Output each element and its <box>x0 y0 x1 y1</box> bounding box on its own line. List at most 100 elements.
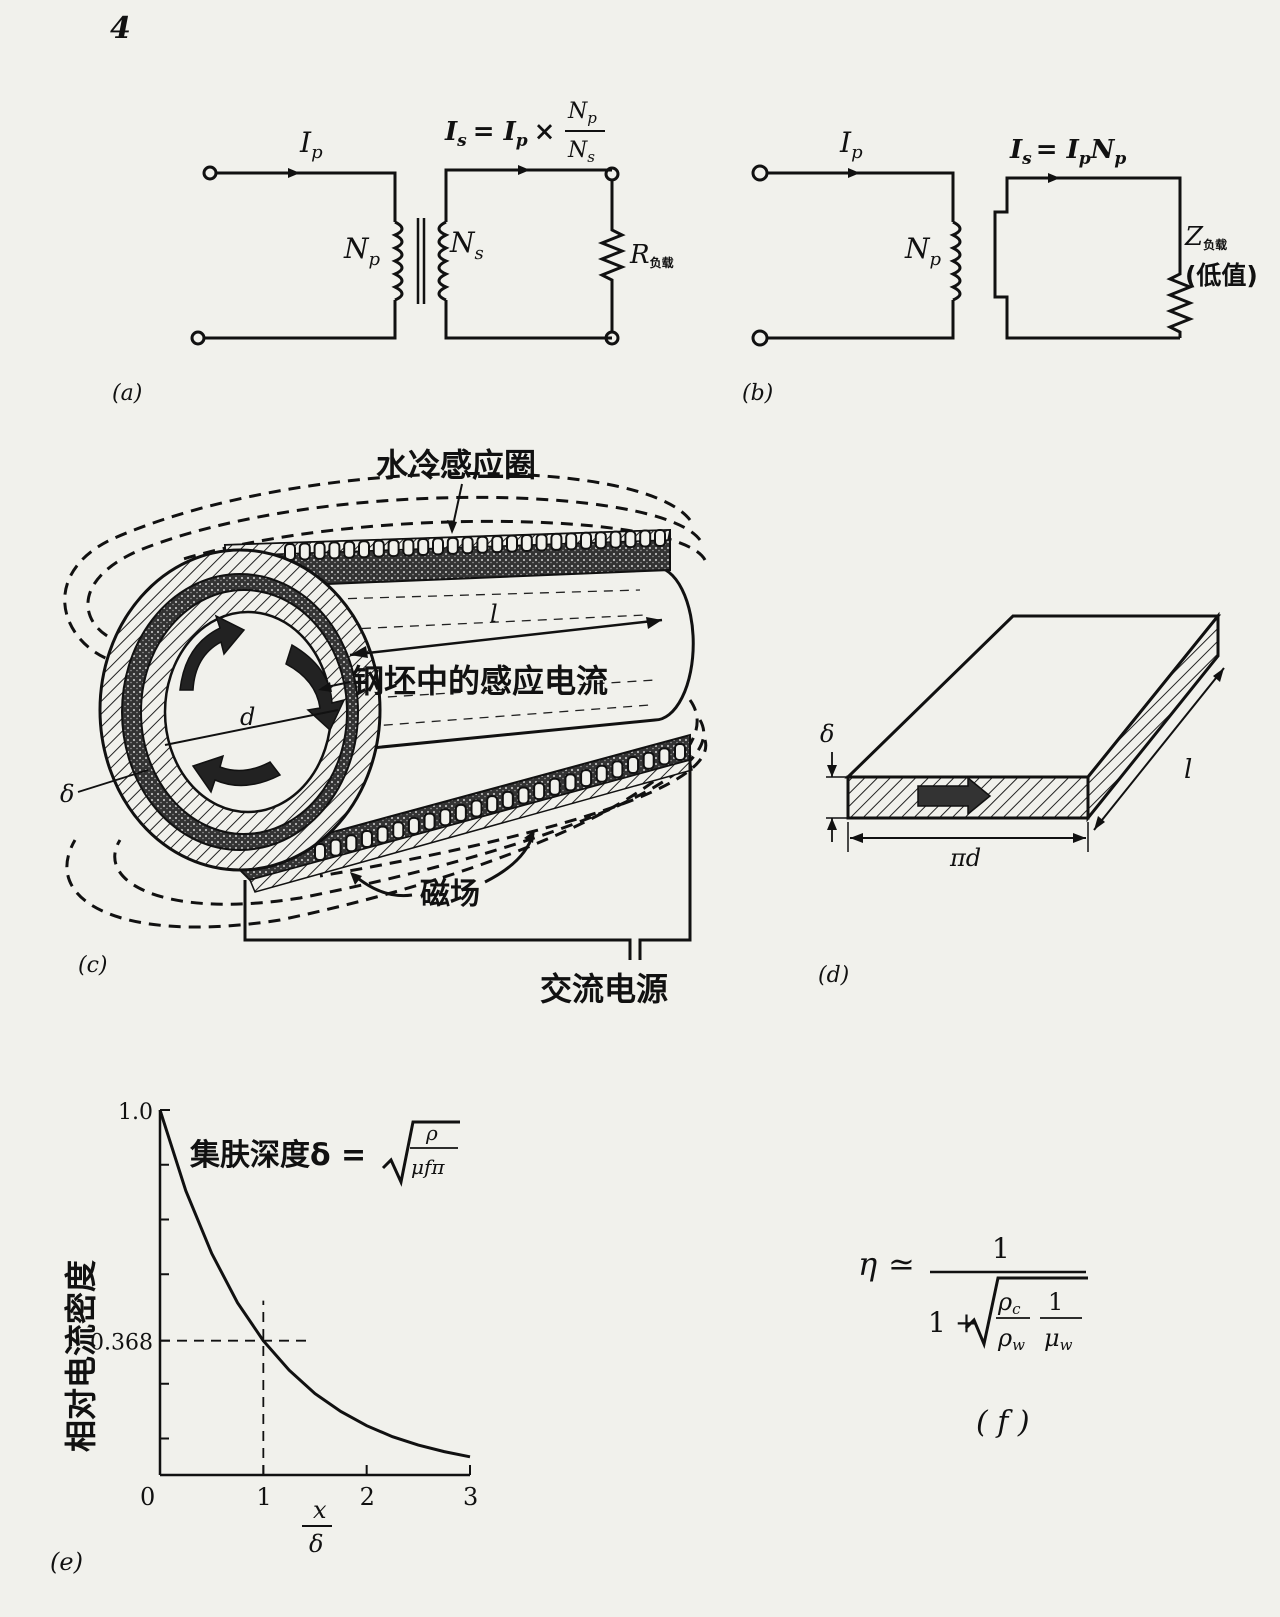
coil-turn <box>362 831 372 847</box>
e-figure-label: (e) <box>50 1548 83 1576</box>
coil-turn <box>409 818 419 834</box>
coil-turn <box>378 827 388 843</box>
f-figure-label: ( f ) <box>976 1405 1030 1440</box>
c-current-label: 钢坯中的感应电流 <box>352 662 608 700</box>
coil-turn <box>581 770 591 786</box>
coil-turn <box>518 787 528 803</box>
x-tick-label: 1 <box>256 1483 271 1511</box>
f-numerator: 1 <box>992 1232 1010 1265</box>
a-np-label: Np <box>343 232 381 270</box>
b-figure-label: (b) <box>742 381 773 406</box>
a-ip-label: Ip <box>299 126 323 163</box>
coil-turn <box>507 536 517 552</box>
figure-f: η ≃ 1 1 + ρc ρw 1 μw ( f ) <box>858 1232 1088 1440</box>
x-tick-label: 3 <box>463 1483 478 1511</box>
coil-turn <box>393 822 403 838</box>
figure-d: δ πd l (d) <box>818 616 1224 988</box>
coil-turn <box>329 542 339 558</box>
c-length: l <box>490 600 498 628</box>
figure-a: Ip Is= Ip× Np Ns Np Ns R负载 (a) <box>112 99 674 406</box>
coil-turn <box>675 744 685 760</box>
coil-turn <box>315 543 325 559</box>
coil-turn <box>487 796 497 812</box>
coil-turn <box>581 533 591 549</box>
coil-turn <box>448 538 458 554</box>
d-figure-label: (d) <box>818 963 849 988</box>
coil-turn <box>300 543 310 559</box>
f-eta: η <box>858 1245 877 1283</box>
y-tick-label: 1.0 <box>118 1100 153 1125</box>
x-tick-label: 2 <box>360 1483 375 1511</box>
coil-turn <box>331 840 341 856</box>
b-ip-label: Ip <box>839 126 863 163</box>
f-approx: ≃ <box>888 1245 915 1283</box>
figure-c: d l δ 水冷感应圈 钢坯中的感应电流 磁场 交流电源 (c) <box>60 446 706 1008</box>
f-rho-w: ρw <box>997 1324 1025 1354</box>
coil-turn <box>456 805 466 821</box>
coil-turn <box>537 534 547 550</box>
coil-turn <box>550 779 560 795</box>
coil-turn <box>596 532 606 548</box>
x-tick-label: 0 <box>140 1483 155 1511</box>
b-np-label: Np <box>904 232 942 270</box>
a-is-formula: Is= Ip× <box>444 117 555 151</box>
coil-turn <box>503 792 513 808</box>
coil-turn <box>346 835 356 851</box>
c-field-label: 磁场 <box>420 877 480 912</box>
f-mu-w: μw <box>1044 1324 1073 1354</box>
a-frac-den: Ns <box>567 138 595 166</box>
coil-turn <box>472 801 482 817</box>
d-length: l <box>1184 755 1192 785</box>
coil-turn <box>463 537 473 553</box>
e-ylabel: 相对电流密度 <box>62 1260 100 1452</box>
e-xlabel-num: x <box>313 1496 327 1524</box>
coil-turn <box>640 531 650 547</box>
coil-turn <box>492 536 502 552</box>
coil-turn <box>628 757 638 773</box>
e-formula-num: ρ <box>425 1121 438 1145</box>
coil-turn <box>440 809 450 825</box>
c-depth: δ <box>60 780 74 808</box>
a-ns-label: Ns <box>449 226 484 264</box>
coil-turn <box>644 753 654 769</box>
coil-turn <box>315 844 325 860</box>
coil-turn <box>359 541 369 557</box>
c-source-label: 交流电源 <box>540 970 668 1008</box>
coil-turn <box>477 537 487 553</box>
a-r-label: R负载 <box>629 240 674 270</box>
coil-turn <box>597 766 607 782</box>
c-diameter: d <box>240 703 255 731</box>
coil-turn <box>534 783 544 799</box>
d-width: πd <box>949 844 981 872</box>
figure-b: Ip Is= IpNp Np Z负载 (低值) (b) <box>742 126 1258 406</box>
coil-turn <box>433 538 443 554</box>
coil-turn <box>612 761 622 777</box>
coil-turn <box>659 748 669 764</box>
b-z-label: Z负载 <box>1184 222 1227 252</box>
coil-turn <box>403 540 413 556</box>
d-thickness: δ <box>820 720 834 748</box>
c-coil-label: 水冷感应圈 <box>376 446 536 484</box>
b-z-note: (低值) <box>1185 261 1258 290</box>
coil-turn <box>522 535 532 551</box>
a-figure-label: (a) <box>112 381 142 406</box>
coil-turn <box>389 540 399 556</box>
coil-turn <box>551 534 561 550</box>
coil-turn <box>425 814 435 830</box>
coil-turn <box>344 542 354 558</box>
coil-turn <box>565 774 575 790</box>
c-figure-label: (c) <box>78 953 108 978</box>
f-rho-c: ρc <box>997 1288 1021 1318</box>
e-xlabel-den: δ <box>309 1530 323 1558</box>
coil-turn <box>566 533 576 549</box>
e-formula-den: μfπ <box>411 1155 445 1179</box>
coil-turn <box>374 541 384 557</box>
coil-turn <box>418 539 428 555</box>
e-formula-label: 集肤深度δ = <box>189 1138 366 1173</box>
coil-turn <box>611 532 621 548</box>
coil-turn <box>655 530 665 546</box>
coil-turn <box>625 531 635 547</box>
